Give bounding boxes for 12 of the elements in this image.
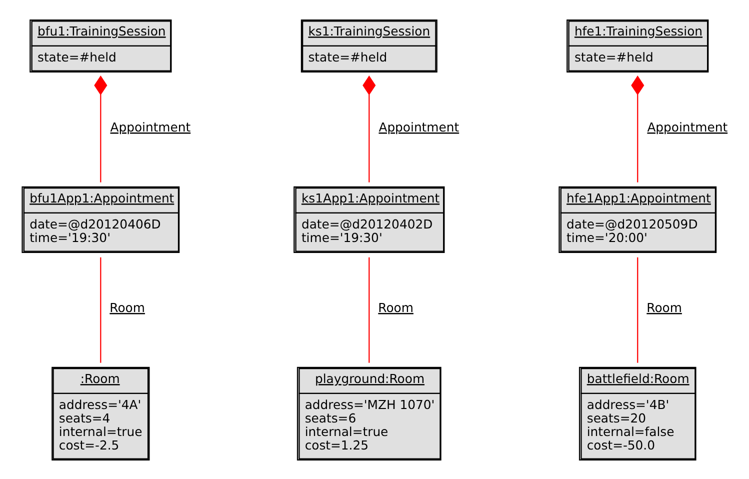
connector (368, 256, 370, 362)
connector (631, 75, 644, 182)
edge-label: Room (110, 299, 145, 314)
edge-label: Appointment (110, 118, 191, 134)
edge-label: Appointment (378, 118, 460, 134)
edge-label: Appointment (647, 118, 728, 134)
connector (94, 75, 108, 182)
connector (362, 75, 376, 182)
edge-label: Room (378, 299, 414, 314)
connector (637, 256, 638, 362)
edge-label: Room (646, 299, 682, 314)
connector (100, 256, 102, 362)
